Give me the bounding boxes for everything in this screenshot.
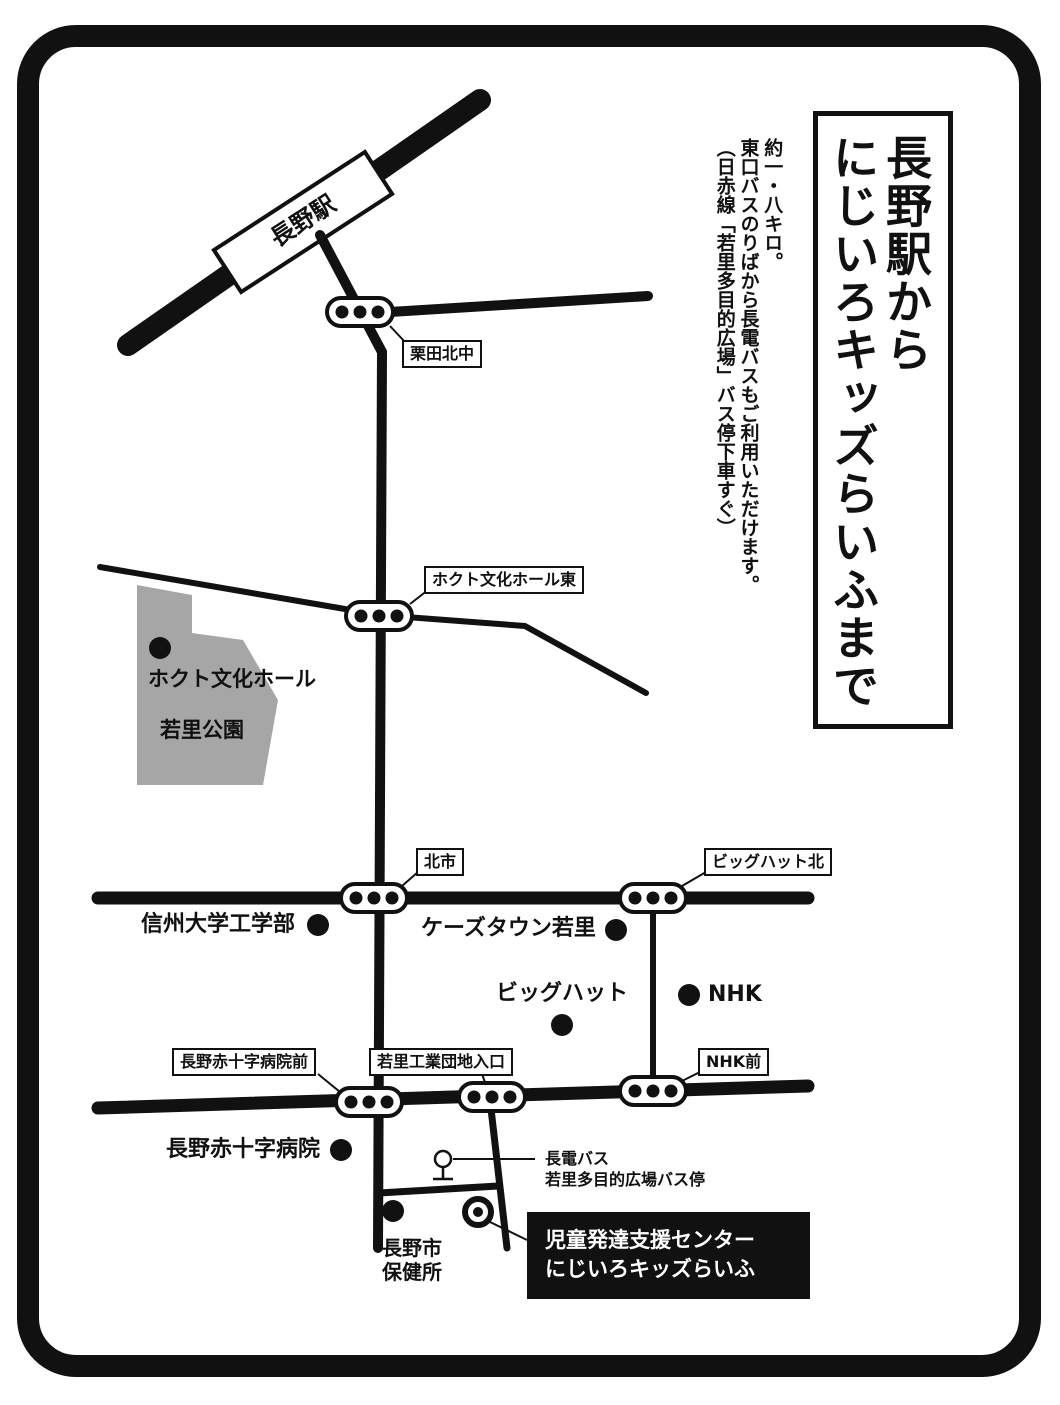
title-line-1: 長野駅から <box>879 134 933 374</box>
destination-line-1: 児童発達支援センター <box>545 1228 755 1252</box>
kurita-road <box>385 291 653 317</box>
title-line-2: にじいろキッズらいふまで <box>826 134 881 710</box>
destination-box: 児童発達支援センター にじいろキッズらいふ <box>527 1212 810 1299</box>
signal-redcross-front <box>334 1086 404 1118</box>
wakasato-park-area <box>137 585 278 785</box>
outer-frame <box>17 25 1041 1377</box>
station-box <box>211 149 395 295</box>
ksdenki-marker <box>605 919 627 941</box>
hokuto-hall-marker <box>149 637 171 659</box>
notes-line-1: 約一・八キロ。 <box>761 138 784 271</box>
intersection-hokuto-east: ホクト文化ホール東 <box>424 566 585 594</box>
place-wakasato-park: 若里公園 <box>160 718 244 742</box>
access-notes: 約一・八キロ。 東口バスのりばから長電バスもご利用いただけます。 （日赤線「若里… <box>712 138 784 698</box>
intersection-redcross-front: 長野赤十字病院前 <box>172 1048 317 1076</box>
signal-nhk-front <box>618 1075 688 1107</box>
place-nhk: NHK <box>708 982 762 1007</box>
signal-hokuto-east <box>344 600 414 632</box>
health-center-marker <box>382 1200 404 1222</box>
bus-stop-line-2: 若里多目的広場バス停 <box>545 1169 706 1189</box>
place-hokuto-hall: ホクト文化ホール <box>148 667 316 691</box>
intersection-bighat-north: ビッグハット北 <box>704 848 833 876</box>
signal-bighat-north <box>618 882 688 914</box>
hokuto-road <box>97 564 649 696</box>
page-title: 長野駅から にじいろキッズらいふまで <box>826 134 933 710</box>
intersection-kitaichi: 北市 <box>416 848 465 876</box>
shinshu-engineering-marker <box>307 914 329 936</box>
notes-line-3: （日赤線「若里多目的広場」バス停下車すぐ） <box>713 138 736 537</box>
intersection-kurita-kitanaka: 栗田北中 <box>402 340 483 368</box>
title-box: 長野駅から にじいろキッズらいふまで <box>813 111 953 729</box>
signal-kitaichi <box>339 882 409 914</box>
place-health-center: 長野市 保健所 <box>382 1236 442 1284</box>
signal-kurita-kitanaka <box>325 296 395 328</box>
health-center-line-2: 保健所 <box>382 1260 442 1284</box>
health-center-road <box>377 1182 499 1197</box>
place-redcross-hospital: 長野赤十字病院 <box>166 1137 321 1162</box>
bus-stop-icon <box>433 1149 453 1181</box>
bus-stop-line-1: 長電バス <box>545 1149 610 1168</box>
main-road <box>315 230 388 1253</box>
notes-line-2: 東口バスのりばから長電バスもご利用いただけます。 <box>737 138 760 594</box>
place-bighat: ビッグハット <box>496 981 629 1006</box>
destination-road <box>486 1096 511 1252</box>
bighat-marker <box>551 1014 573 1036</box>
redcross-road <box>91 1079 815 1115</box>
destination-marker <box>462 1196 494 1228</box>
intersection-nhk-front: NHK前 <box>698 1048 770 1076</box>
destination-line-2: にじいろキッズらいふ <box>545 1257 755 1282</box>
nhk-marker <box>678 984 700 1006</box>
signal-wakasato-industrial <box>457 1081 527 1113</box>
intersection-wakasato-industrial: 若里工業団地入口 <box>369 1048 514 1076</box>
health-center-line-1: 長野市 <box>382 1236 442 1260</box>
place-shinshu-engineering: 信州大学工学部 <box>141 912 296 937</box>
place-ksdenki: ケーズタウン若里 <box>421 916 596 941</box>
redcross-hospital-marker <box>330 1139 352 1161</box>
bus-stop-label: 長電バス 若里多目的広場バス停 <box>545 1149 705 1191</box>
